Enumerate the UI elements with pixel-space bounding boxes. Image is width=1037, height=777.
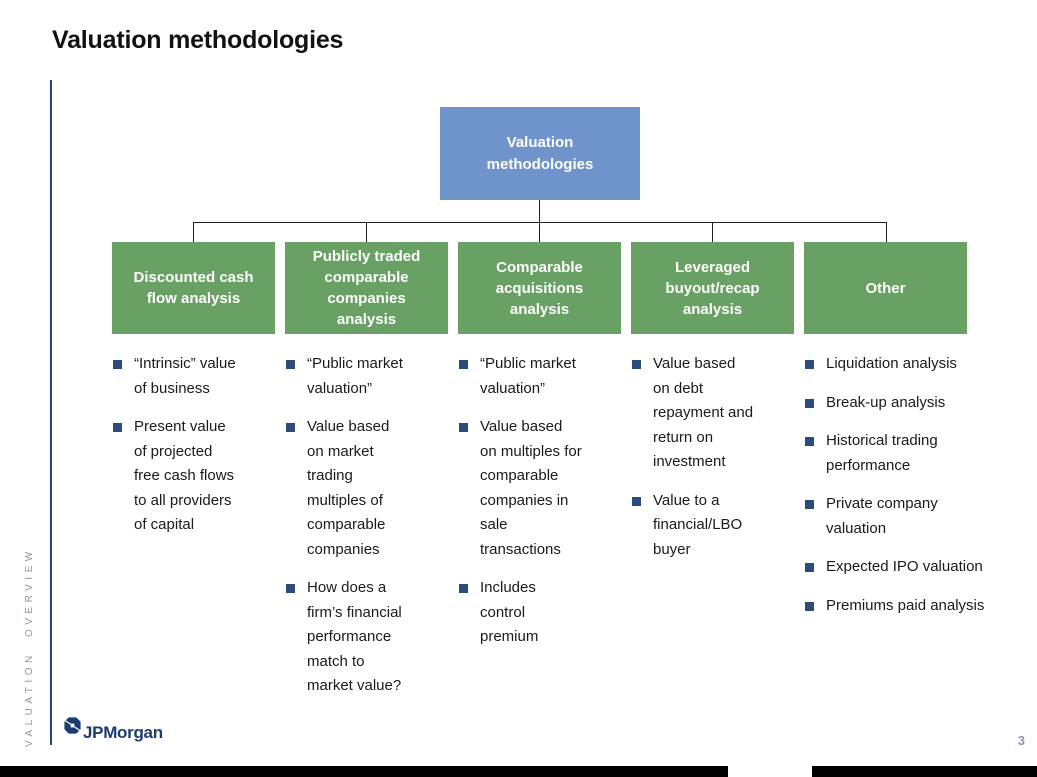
connector-stub	[193, 223, 194, 242]
bullet-item: Liquidation analysis	[804, 352, 986, 377]
branch-node: Leveraged buyout/recap analysis	[631, 242, 794, 334]
connector-stub	[886, 223, 887, 242]
branch-bullet-list: “Public market valuation” Value based on …	[458, 352, 582, 650]
bullet-item: Break-up analysis	[804, 391, 986, 416]
branch-node: Publicly traded comparable companies ana…	[285, 242, 448, 334]
branch-bullet-list: “Public market valuation” Value based on …	[285, 352, 409, 699]
bullet-item: Expected IPO valuation	[804, 555, 986, 580]
page-title: Valuation methodologies	[52, 26, 344, 54]
section-side-label: VALUATION OVERVIEW	[24, 547, 35, 747]
bullet-text: Expected IPO valuation	[826, 558, 983, 575]
branch-columns: Discounted cash flow analysis “Intrinsic…	[112, 242, 984, 713]
root-node-label: Valuation methodologies	[486, 133, 594, 173]
bottom-bar-left	[0, 766, 728, 777]
bullet-item: Value based on debt repayment and return…	[631, 352, 755, 475]
connector-stub	[366, 223, 367, 242]
bullet-text: Break-up analysis	[826, 393, 946, 411]
connector-stub	[539, 223, 540, 242]
bullet-item: “Intrinsic” value of business	[112, 352, 236, 401]
branch-column: Comparable acquisitions analysis “Public…	[458, 242, 621, 713]
jpmorgan-wordmark: JPMorgan	[83, 723, 163, 742]
branch-column: Leveraged buyout/recap analysis Value ba…	[631, 242, 794, 713]
page-number: 3	[1017, 733, 1025, 748]
bullet-square-icon	[632, 360, 641, 369]
bullet-item: Includes control premium	[458, 576, 582, 650]
bullet-text: Historical trading performance	[826, 432, 938, 474]
branch-bullet-list: Value based on debt repayment and return…	[631, 352, 755, 562]
bullet-square-icon	[632, 496, 641, 506]
connector-root-drop	[539, 200, 540, 223]
bullet-item: How does a firm’s financial performance …	[285, 576, 409, 699]
connector-stub	[712, 223, 713, 242]
bullet-text: Premiums paid analysis	[826, 596, 985, 614]
branch-node-label: Leveraged buyout/recap analysis	[665, 258, 760, 318]
bullet-text: Value based on debt repayment and return…	[653, 355, 754, 470]
bullet-text: Value based on market trading multiples …	[307, 418, 390, 558]
bullet-text: Liquidation analysis	[826, 355, 957, 372]
bullet-square-icon	[805, 563, 814, 572]
bullet-text: Private company valuation	[826, 495, 938, 537]
bullet-text: Includes control premium	[480, 579, 539, 645]
bullet-square-icon	[805, 500, 814, 509]
bullet-square-icon	[805, 360, 814, 369]
branch-node: Discounted cash flow analysis	[112, 242, 275, 334]
bullet-text: “Public market valuation”	[307, 355, 403, 397]
bullet-item: “Public market valuation”	[458, 352, 582, 401]
bullet-text: Present value of projected free cash flo…	[134, 418, 235, 533]
branch-node-label: Other	[865, 279, 906, 297]
branch-node-label: Publicly traded comparable companies ana…	[312, 248, 421, 328]
bullet-text: “Public market valuation”	[480, 355, 576, 397]
left-accent-line	[50, 80, 52, 745]
bullet-item: Premiums paid analysis	[804, 594, 986, 619]
bullet-item: Value based on multiples for comparable …	[458, 415, 582, 562]
bullet-square-icon	[805, 398, 814, 408]
bullet-square-icon	[113, 423, 122, 432]
branch-column: Discounted cash flow analysis “Intrinsic…	[112, 242, 275, 713]
branch-node: Comparable acquisitions analysis	[458, 242, 621, 334]
branch-node: Other	[804, 242, 967, 334]
bullet-text: “Intrinsic” value of business	[134, 355, 236, 397]
bullet-item: “Public market valuation”	[285, 352, 409, 401]
bullet-square-icon	[286, 423, 295, 432]
bullet-text: How does a firm’s financial performance …	[307, 579, 402, 694]
bullet-square-icon	[286, 584, 295, 593]
branch-node-label: Comparable acquisitions analysis	[495, 258, 584, 318]
jpmorgan-octagon-icon	[64, 717, 81, 734]
root-node: Valuation methodologies	[440, 107, 640, 200]
connector-horizontal	[193, 222, 887, 223]
bullet-item: Present value of projected free cash flo…	[112, 415, 236, 538]
bullet-square-icon	[805, 601, 814, 611]
branch-column: Publicly traded comparable companies ana…	[285, 242, 448, 713]
bullet-text: Value based on multiples for comparable …	[480, 418, 582, 558]
bullet-item: Private company valuation	[804, 492, 986, 541]
bullet-square-icon	[805, 437, 814, 446]
jpmorgan-logo: JPMorgan	[63, 716, 163, 743]
bullet-square-icon	[113, 360, 122, 369]
bullet-text: Value to a financial/LBO buyer	[653, 491, 743, 558]
bullet-square-icon	[459, 584, 468, 593]
bullet-square-icon	[286, 360, 295, 369]
bullet-item: Historical trading performance	[804, 429, 986, 478]
bullet-square-icon	[459, 423, 468, 432]
branch-node-label: Discounted cash flow analysis	[133, 269, 254, 307]
bullet-square-icon	[459, 360, 468, 369]
bullet-item: Value based on market trading multiples …	[285, 415, 409, 562]
bottom-bar-right	[812, 766, 1037, 777]
bullet-item: Value to a financial/LBO buyer	[631, 489, 755, 563]
